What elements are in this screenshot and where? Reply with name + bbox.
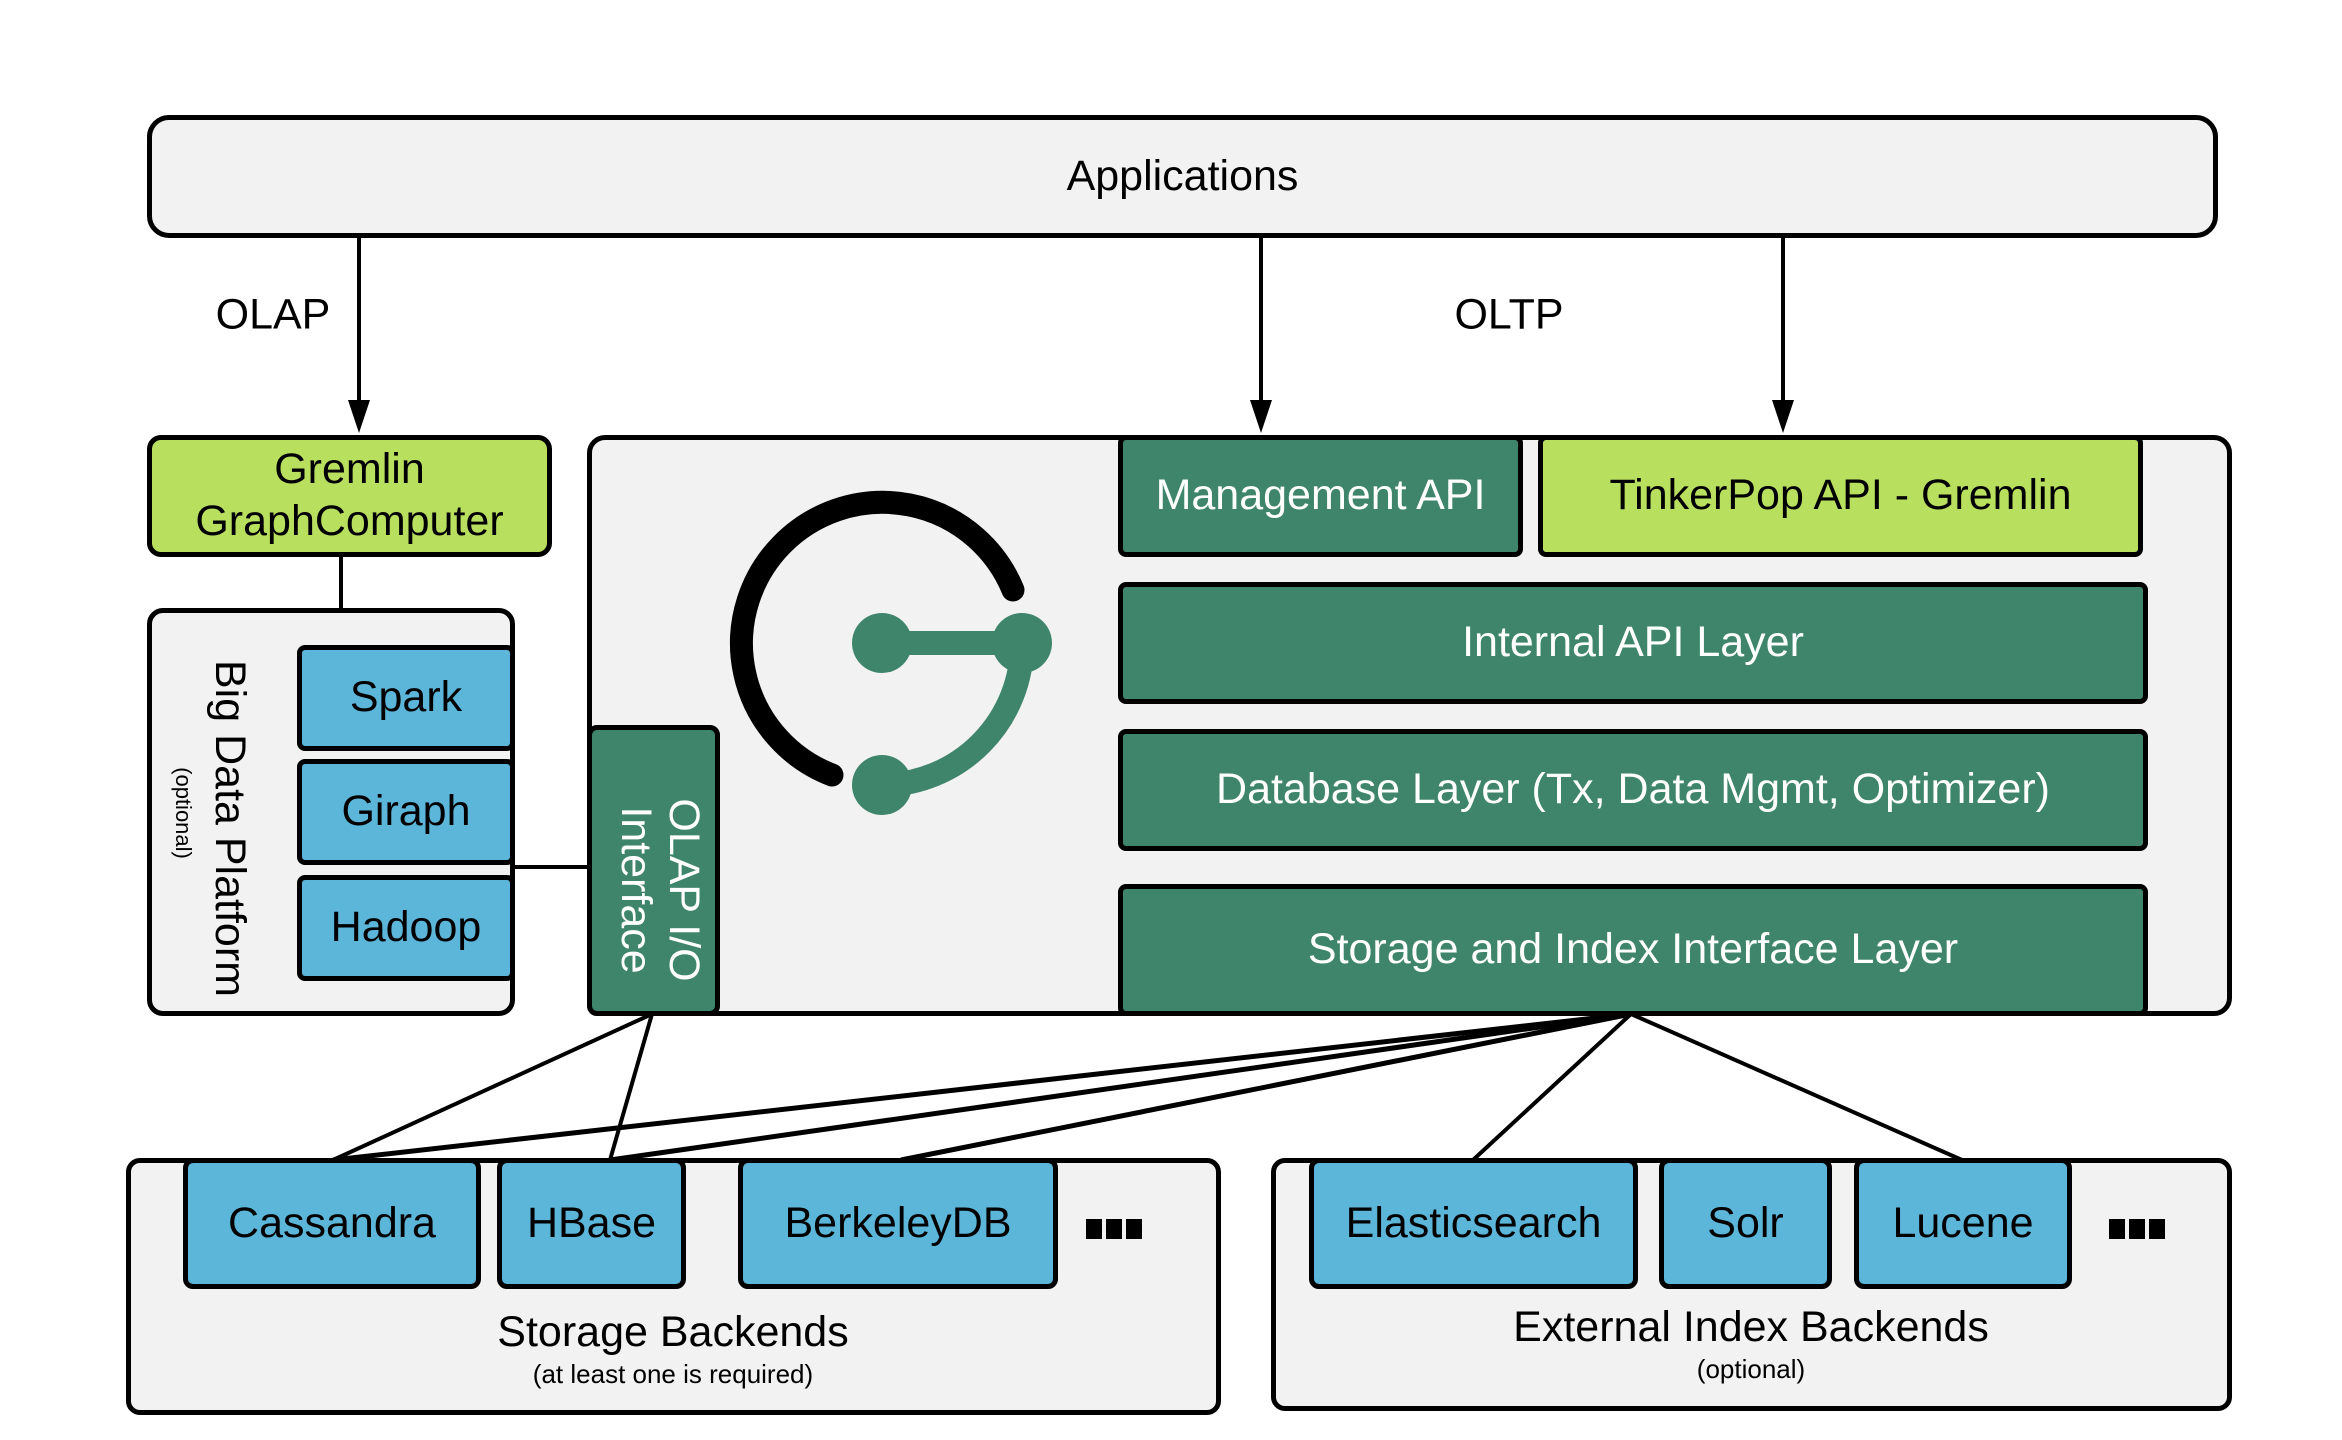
layer-label: Database Layer (Tx, Data Mgmt, Optimizer… — [1216, 765, 2050, 814]
applications-label: Applications — [1066, 151, 1299, 200]
storage-berkeleydb-connector — [900, 1011, 1632, 1163]
olap-io-label-line1: OLAP I/O — [660, 798, 708, 982]
platform-item-label: Spark — [349, 673, 463, 722]
layer-label: Storage and Index Interface Layer — [1307, 925, 1959, 974]
management-api-box: Management API — [1118, 435, 1523, 557]
backend-label: Cassandra — [228, 1198, 436, 1247]
index-backends-caption: External Index Backends (optional) — [1513, 1303, 1989, 1385]
storage-backends-caption: Storage Backends (at least one is requir… — [497, 1308, 848, 1390]
olapio-hbase-connector — [608, 1013, 654, 1161]
internal-api-layer-box: Internal API Layer — [1118, 582, 2148, 704]
tinkerpop-api-box: TinkerPop API - Gremlin — [1538, 435, 2143, 557]
big-data-platform-subtitle-text: (optional) — [171, 767, 196, 859]
tinkerpop-api-label: TinkerPop API - Gremlin — [1609, 471, 2072, 520]
backend-label: Elasticsearch — [1345, 1198, 1602, 1247]
backend-label: HBase — [526, 1198, 657, 1247]
storage-backends-subtitle: (at least one is required) — [532, 1359, 814, 1389]
storage-lucene-connector — [1630, 1012, 1963, 1162]
big-data-platform-title-text: Big Data Platform — [206, 660, 254, 997]
olap-edge-label: OLAP — [215, 290, 331, 339]
backend-label: BerkeleyDB — [784, 1198, 1012, 1247]
big-data-platform-subtitle: (optional) — [166, 738, 196, 888]
storage-cassandra-connector — [332, 1011, 1632, 1163]
graphcomputer-label-line1: Gremlin — [274, 445, 425, 494]
oltp-tinkerpop-arrow — [1772, 236, 1794, 433]
platform-item-giraph: Giraph — [297, 759, 515, 865]
management-api-label: Management API — [1155, 471, 1486, 520]
platform-item-label: Giraph — [341, 787, 471, 836]
index-backend-lucene: Lucene — [1854, 1158, 2072, 1289]
graphcomputer-label-line2: GraphComputer — [195, 497, 504, 545]
index-backends-title: External Index Backends — [1513, 1303, 1989, 1351]
index-backend-solr: Solr — [1659, 1158, 1832, 1289]
olap-arrow — [348, 236, 370, 433]
big-data-platform-title: Big Data Platform — [204, 660, 254, 997]
olap-io-interface-label: OLAP I/O Interface — [598, 745, 708, 1035]
ellipsis-icon — [2109, 1219, 2165, 1239]
storage-backend-cassandra: Cassandra — [183, 1158, 481, 1289]
storage-index-interface-layer-box: Storage and Index Interface Layer — [1118, 884, 2148, 1016]
backend-label: Solr — [1707, 1198, 1784, 1247]
storage-elasticsearch-connector — [1471, 1012, 1633, 1162]
janusgraph-logo-icon — [730, 490, 1052, 815]
storage-backend-hbase: HBase — [497, 1158, 686, 1289]
platform-item-spark: Spark — [297, 645, 515, 751]
olapio-cassandra-connector — [332, 1012, 653, 1162]
platform-item-label: Hadoop — [330, 903, 482, 952]
storage-hbase-connector — [609, 1011, 1632, 1163]
olap-io-interface-box — [587, 725, 720, 1016]
platform-item-hadoop: Hadoop — [297, 875, 515, 981]
storage-backends-title: Storage Backends — [497, 1308, 849, 1356]
ellipsis-icon — [1086, 1219, 1142, 1239]
olap-io-label-line2: Interface — [612, 806, 660, 974]
oltp-edge-label: OLTP — [1454, 290, 1564, 339]
applications-box: Applications — [147, 115, 2218, 238]
index-backends-subtitle: (optional) — [1696, 1354, 1806, 1384]
gremlin-graphcomputer-box: Gremlin GraphComputer — [147, 435, 552, 557]
oltp-management-arrow — [1250, 236, 1272, 433]
database-layer-box: Database Layer (Tx, Data Mgmt, Optimizer… — [1118, 729, 2148, 851]
index-backend-elasticsearch: Elasticsearch — [1309, 1158, 1638, 1289]
storage-backend-berkeleydb: BerkeleyDB — [738, 1158, 1058, 1289]
layer-label: Internal API Layer — [1462, 618, 1804, 667]
backend-label: Lucene — [1892, 1198, 2034, 1247]
